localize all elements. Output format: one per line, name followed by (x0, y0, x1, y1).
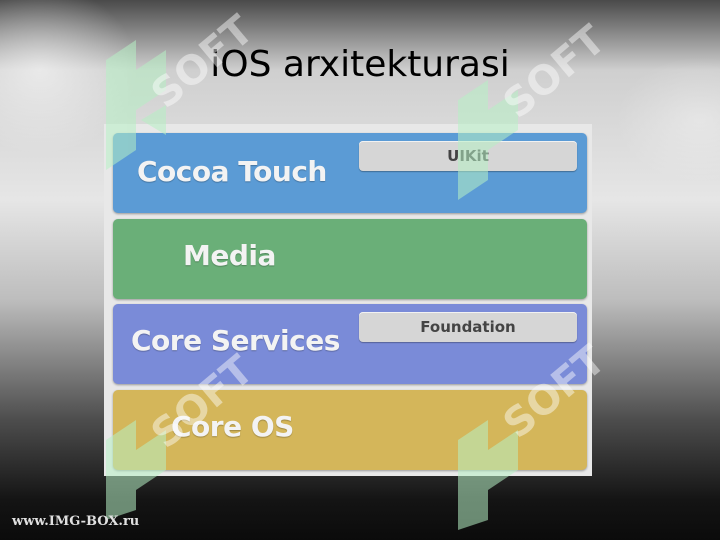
footer-credit: www.IMG-BOX.ru (12, 514, 140, 529)
layer-label: Cocoa Touch (137, 155, 327, 188)
layer-badge-uikit: UIKit (359, 141, 577, 171)
layer-label: Core OS (171, 410, 294, 443)
layer-label: Media (183, 239, 276, 272)
layer-core-os: Core OS (113, 390, 587, 470)
layer-badge-foundation: Foundation (359, 312, 577, 342)
layer-core-services: Core Services Foundation (113, 304, 587, 384)
ios-architecture-diagram: Cocoa Touch UIKit Media Core Services Fo… (104, 124, 592, 476)
page-title: iOS arxitekturasi (210, 44, 510, 85)
layer-media: Media (113, 219, 587, 299)
layer-cocoa-touch: Cocoa Touch UIKit (113, 133, 587, 213)
layer-label: Core Services (131, 324, 340, 357)
